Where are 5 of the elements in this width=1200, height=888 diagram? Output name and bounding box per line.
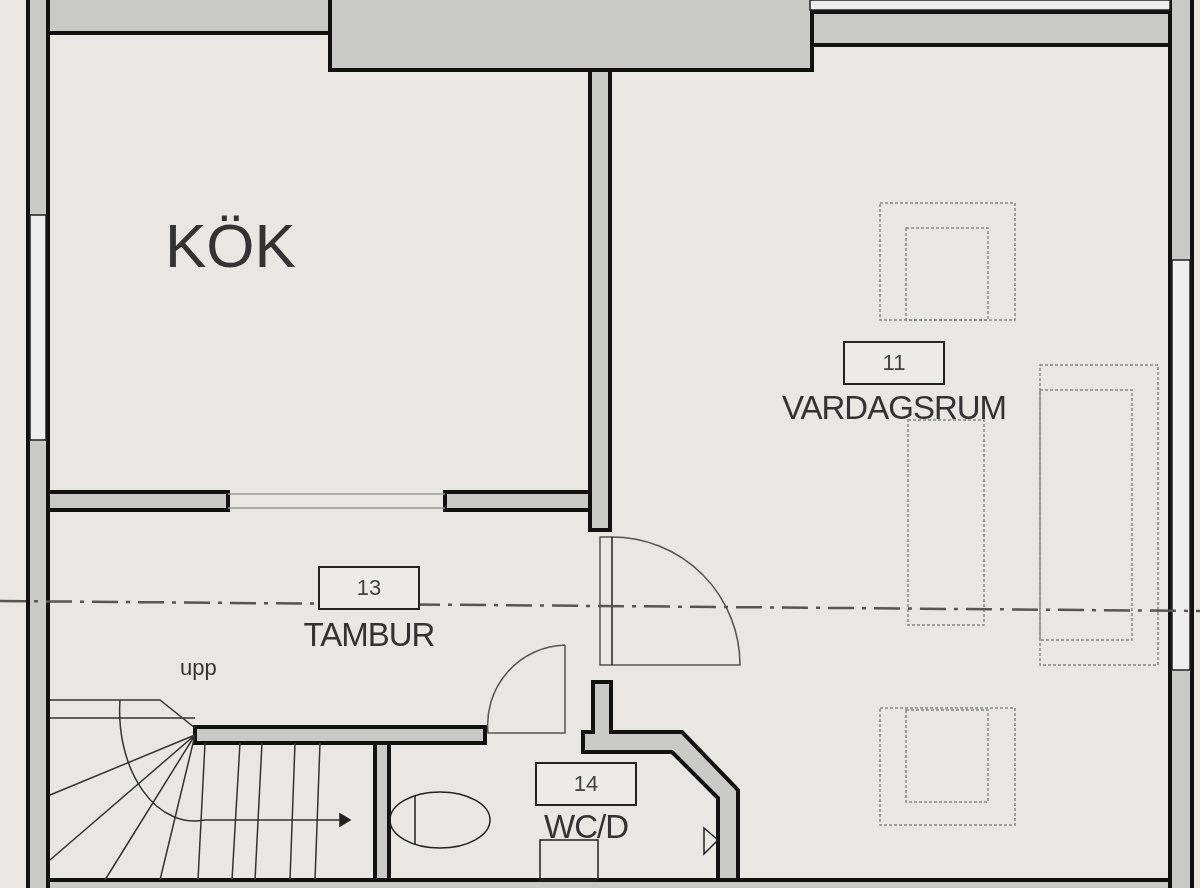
room-name: TAMBUR — [303, 616, 435, 654]
room-name: VARDAGSRUM — [781, 389, 1007, 427]
room-name: KÖK — [165, 210, 296, 281]
stair-direction-label: upp — [180, 655, 217, 681]
room-name: WC/D — [544, 808, 628, 846]
